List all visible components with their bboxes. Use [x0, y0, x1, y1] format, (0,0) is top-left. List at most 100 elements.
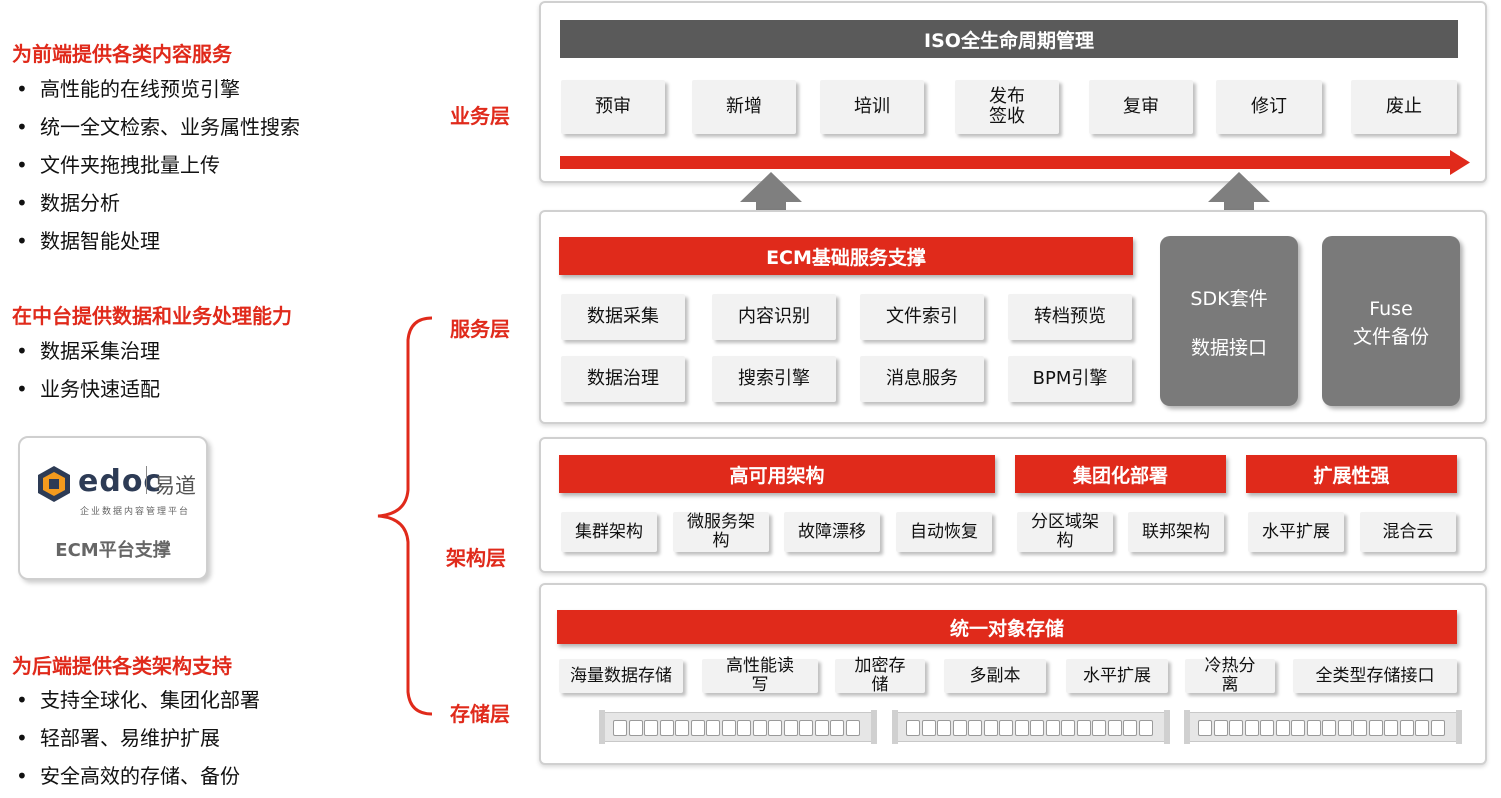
layer-label-arch: 架构层	[446, 546, 506, 570]
step-box: 复审	[1089, 80, 1193, 134]
drive-bay	[1275, 720, 1290, 736]
drive-bay	[768, 720, 782, 736]
list-item: 高性能的在线预览引擎	[10, 70, 370, 108]
list-item: 数据智能处理	[10, 222, 370, 260]
step-box: 新增	[692, 80, 796, 134]
list-item: 安全高效的存储、备份	[10, 757, 370, 795]
drive-bay	[1213, 720, 1228, 736]
layer-label-business: 业务层	[450, 104, 510, 128]
list-item: 文件夹拖拽批量上传	[10, 146, 370, 184]
rack-ear	[1164, 710, 1170, 744]
rack-ear	[1456, 710, 1462, 744]
drive-bay	[921, 720, 936, 736]
drive-bay	[1076, 720, 1091, 736]
up-arrow-icon	[740, 172, 802, 232]
middle-list: 数据采集治理 业务快速适配	[10, 332, 370, 408]
flow-arrow	[560, 150, 1470, 175]
drive-bay	[1337, 720, 1352, 736]
step-box: 废止	[1351, 80, 1457, 134]
list-item: 轻部署、易维护扩展	[10, 719, 370, 757]
sdk-card: SDK套件 数据接口	[1160, 236, 1298, 406]
drive-bay	[675, 720, 689, 736]
arch-box: 分区域架 构	[1017, 512, 1113, 552]
service-box: 内容识别	[712, 294, 836, 340]
arch-group-title: 集团化部署	[1015, 455, 1226, 493]
storage-box: 加密存 储	[835, 657, 925, 694]
arch-box: 微服务架 构	[673, 512, 769, 552]
drive-bay	[628, 720, 643, 736]
arch-box: 自动恢复	[896, 512, 992, 552]
drive-bay	[968, 720, 982, 736]
drive-bay	[1014, 720, 1029, 736]
service-box: 数据采集	[561, 294, 685, 340]
arch-group-title: 高可用架构	[559, 455, 995, 493]
drive-bay	[706, 720, 720, 736]
brand-name: edoc	[78, 464, 163, 499]
drive-bay	[999, 720, 1013, 736]
drive-bay	[659, 720, 674, 736]
drive-bay	[937, 720, 951, 736]
service-box: 消息服务	[860, 356, 984, 402]
list-item: 统一全文检索、业务属性搜索	[10, 108, 370, 146]
service-box: 文件索引	[860, 294, 984, 340]
front-heading: 为前端提供各类内容服务	[12, 42, 232, 66]
fuse-line2: 文件备份	[1352, 326, 1429, 348]
drive-bay	[814, 720, 829, 736]
service-title: ECM基础服务支撑	[559, 237, 1133, 275]
drive-bay	[1107, 720, 1122, 736]
drive-bay	[1291, 720, 1305, 736]
drive-bay	[1322, 720, 1336, 736]
drive-bay	[1092, 720, 1106, 736]
step-box: 培训	[820, 80, 924, 134]
curly-brace	[377, 316, 433, 716]
fuse-line1: Fuse	[1369, 298, 1413, 320]
storage-box: 海量数据存储	[559, 659, 683, 693]
drive-bay	[1123, 720, 1137, 736]
storage-box: 高性能读 写	[702, 657, 818, 694]
drive-bay	[1138, 720, 1153, 736]
drive-bay	[1030, 720, 1044, 736]
list-item: 数据分析	[10, 184, 370, 222]
drive-bay	[721, 720, 736, 736]
brand-name-cn: 易道	[154, 474, 196, 498]
sdk-line2: 数据接口	[1190, 337, 1267, 359]
rack-ear	[599, 710, 605, 744]
drive-bay	[1045, 720, 1060, 736]
sdk-line1: SDK套件	[1190, 288, 1268, 310]
rack-ear	[892, 710, 898, 744]
rack-ear	[1184, 710, 1190, 744]
storage-box: 水平扩展	[1066, 659, 1168, 693]
up-arrow-icon	[1208, 172, 1270, 232]
storage-box: 多副本	[944, 659, 1046, 693]
step-box: 发布 签收	[955, 80, 1059, 134]
logo-card: edoc 易道 企业数据内容管理平台 ECM平台支撑	[18, 436, 208, 580]
server-rack-icon	[892, 710, 1170, 744]
divider	[146, 466, 147, 494]
drive-bay	[690, 720, 705, 736]
drive-bay	[644, 720, 658, 736]
step-box: 修订	[1216, 80, 1322, 134]
drive-bay	[1368, 720, 1383, 736]
drive-bay	[830, 720, 844, 736]
drive-bay	[1399, 720, 1414, 736]
drive-bay	[613, 720, 627, 736]
arch-group-title: 扩展性强	[1246, 455, 1457, 493]
edoc-logo-icon	[38, 466, 70, 502]
logo-caption: ECM平台支撑	[55, 540, 171, 561]
service-box: 转档预览	[1008, 294, 1132, 340]
list-item: 数据采集治理	[10, 332, 370, 370]
drive-bay	[799, 720, 813, 736]
storage-title: 统一对象存储	[557, 610, 1457, 644]
drive-bay	[1430, 720, 1445, 736]
drive-bay	[1384, 720, 1398, 736]
drive-bay	[1260, 720, 1274, 736]
storage-box: 全类型存储接口	[1293, 659, 1457, 693]
step-box: 预审	[561, 80, 665, 134]
drive-bay	[1061, 720, 1075, 736]
arch-box: 集群架构	[561, 512, 657, 552]
service-box: 搜索引擎	[712, 356, 836, 402]
layer-label-storage: 存储层	[450, 702, 510, 726]
layer-label-service: 服务层	[450, 317, 510, 341]
drive-bay	[1353, 720, 1367, 736]
arch-box: 故障漂移	[784, 512, 880, 552]
